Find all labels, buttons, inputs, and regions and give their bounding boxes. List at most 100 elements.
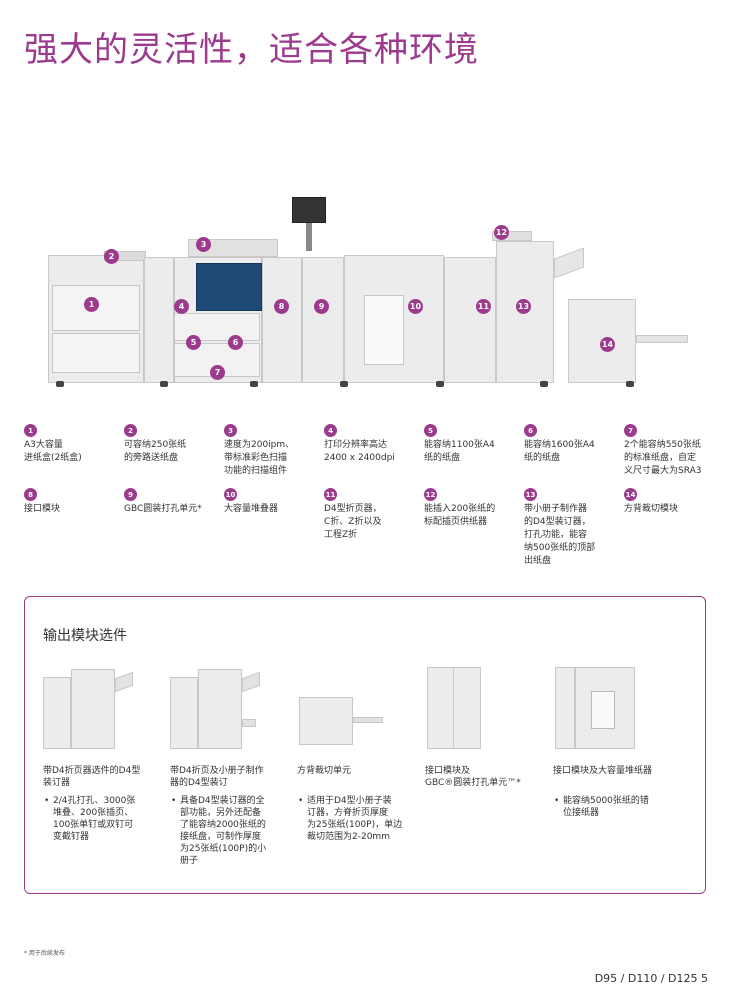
legend-number: 5 (424, 424, 437, 437)
interface-module (262, 257, 302, 383)
legend-text: A3大容量 进纸盒(2纸盒) (24, 440, 82, 463)
marker-13: 13 (516, 299, 531, 314)
legend-item-14: 14 方背裁切模块 (624, 488, 714, 516)
legend-number: 13 (524, 488, 537, 501)
legend-text: 大容量堆叠器 (224, 504, 279, 514)
foot (160, 381, 168, 387)
option-square-fold-trimmer: 方背裁切单元 适用于D4型小册子装 订器，方脊折页厚度 为25张纸(100P)，… (297, 663, 415, 842)
marker-9: 9 (314, 299, 329, 314)
option-interface-stacker: 接口模块及大容量堆纸器 能容纳5000张纸的错 位接纸器 (553, 663, 671, 818)
page-footer: D95 / D110 / D125 5 (594, 972, 708, 985)
legend-number: 7 (624, 424, 637, 437)
marker-7: 7 (210, 365, 225, 380)
legend-number: 6 (524, 424, 537, 437)
legend-item-3: 3 速度为200ipm、 带标准彩色扫描 功能的扫描组件 (224, 424, 314, 478)
d4-folder (444, 257, 496, 383)
legend-text: 带小册子制作器 的D4型装订器， 打孔功能，能容 纳500张纸的顶部 出纸盘 (524, 504, 596, 566)
options-title: 输出模块选件 (43, 628, 127, 644)
legend-number: 2 (124, 424, 137, 437)
option-bullet: 2/4孔打孔、3000张 堆叠、200张插页、 100张单钉或双钉可 变截钉器 (43, 795, 155, 843)
legend-item-1: 1 A3大容量 进纸盒(2纸盒) (24, 424, 114, 465)
engine-side-panel (144, 257, 174, 383)
marker-5: 5 (186, 335, 201, 350)
legend-text: 2个能容纳550张纸 的标准纸盘，自定 义尺寸最大为SRA3 (624, 440, 702, 476)
legend-number: 11 (324, 488, 337, 501)
footnote: * 用于后续发布 (24, 950, 65, 957)
legend-item-8: 8 接口模块 (24, 488, 114, 516)
legend-number: 3 (224, 424, 237, 437)
legend-item-10: 10 大容量堆叠器 (224, 488, 314, 516)
printer-system-illustration: 1 2 3 4 5 6 7 8 9 10 11 12 13 14 (40, 195, 700, 395)
marker-14: 14 (600, 337, 615, 352)
option-name: 方背裁切单元 (297, 766, 352, 776)
finisher-folder-illustration (43, 663, 161, 753)
marker-3: 3 (196, 237, 211, 252)
legend-item-12: 12 能插入200张纸的 标配插页供纸器 (424, 488, 514, 529)
option-bullet: 能容纳5000张纸的错 位接纸器 (553, 795, 665, 819)
legend-text: D4型折页器， C折、Z折以及 工程Z折 (324, 504, 382, 540)
option-bullet: 具备D4型装订器的全 部功能，另外还配备 了能容纳2000张纸的 接纸盘，可制作… (170, 795, 282, 867)
option-d4-finisher-folder: 带D4折页器选件的D4型 装订器 2/4孔打孔、3000张 堆叠、200张插页、… (43, 663, 161, 842)
legend-item-6: 6 能容纳1600张A4 纸的纸盘 (524, 424, 614, 465)
foot (340, 381, 348, 387)
legend-text: GBC圆装打孔单元* (124, 504, 202, 514)
legend-number: 10 (224, 488, 237, 501)
gbc-punch-module (302, 257, 344, 383)
marker-12: 12 (494, 225, 509, 240)
legend-text: 能容纳1100张A4 纸的纸盘 (424, 440, 495, 463)
foot (250, 381, 258, 387)
stacker-window (364, 295, 404, 365)
legend-text: 速度为200ipm、 带标准彩色扫描 功能的扫描组件 (224, 440, 295, 476)
interface-stacker-illustration (553, 663, 671, 753)
interface-gbc-illustration (425, 663, 543, 753)
legend-item-9: 9 GBC圆装打孔单元* (124, 488, 214, 516)
marker-10: 10 (408, 299, 423, 314)
option-name: 带D4折页及小册子制作 器的D4型装订 (170, 766, 264, 788)
output-options-panel: 输出模块选件 带D4折页器选件的D4型 装订器 2/4孔打孔、3000张 堆叠、… (24, 596, 706, 894)
option-name: 带D4折页器选件的D4型 装订器 (43, 766, 141, 788)
finisher-output-tray (554, 247, 584, 279)
engine-blue-panel (196, 263, 262, 311)
inserter-tray (492, 231, 532, 241)
foot (540, 381, 548, 387)
legend-item-2: 2 可容纳250张纸 的旁路送纸盘 (124, 424, 214, 465)
legend-number: 4 (324, 424, 337, 437)
legend-text: 可容纳250张纸 的旁路送纸盘 (124, 440, 187, 463)
legend-item-4: 4 打印分辨率高达 2400 x 2400dpi (324, 424, 414, 465)
option-name: 接口模块及大容量堆纸器 (553, 766, 653, 776)
option-interface-gbc: 接口模块及 GBC®圆装打孔单元™* (425, 663, 543, 788)
marker-6: 6 (228, 335, 243, 350)
legend-text: 方背裁切模块 (624, 504, 679, 514)
trimmer-illustration (297, 663, 415, 753)
legend-text: 能插入200张纸的 标配插页供纸器 (424, 504, 496, 527)
legend-item-5: 5 能容纳1100张A4 纸的纸盘 (424, 424, 514, 465)
legend-text: 接口模块 (24, 504, 61, 514)
legend-text: 能容纳1600张A4 纸的纸盘 (524, 440, 595, 463)
legend-item-7: 7 2个能容纳550张纸 的标准纸盘，自定 义尺寸最大为SRA3 (624, 424, 724, 478)
option-d4-booklet-maker: 带D4折页及小册子制作 器的D4型装订 具备D4型装订器的全 部功能，另外还配备… (170, 663, 288, 866)
marker-8: 8 (274, 299, 289, 314)
foot (56, 381, 64, 387)
legend-number: 12 (424, 488, 437, 501)
booklet-maker-illustration (170, 663, 288, 753)
marker-2: 2 (104, 249, 119, 264)
marker-1: 1 (84, 297, 99, 312)
legend-number: 14 (624, 488, 637, 501)
page-title: 强大的灵活性，适合各种环境 (24, 30, 479, 70)
legend-item-13: 13 带小册子制作器 的D4型装订器， 打孔功能，能容 纳500张纸的顶部 出纸… (524, 488, 614, 568)
control-panel-stand (306, 223, 312, 251)
option-bullet: 适用于D4型小册子装 订器，方脊折页厚度 为25张纸(100P)，单边 裁切范围… (297, 795, 409, 843)
option-name: 接口模块及 GBC®圆装打孔单元™* (425, 766, 521, 788)
trimmer-output-tray (636, 335, 688, 343)
legend-number: 8 (24, 488, 37, 501)
foot (626, 381, 634, 387)
legend-text: 打印分辨率高达 2400 x 2400dpi (324, 440, 395, 463)
foot (436, 381, 444, 387)
marker-4: 4 (174, 299, 189, 314)
marker-11: 11 (476, 299, 491, 314)
tray-drawer-5-6 (174, 313, 260, 341)
feeder-drawer-lower (52, 333, 140, 373)
legend-number: 1 (24, 424, 37, 437)
control-panel-screen (292, 197, 326, 223)
legend-item-11: 11 D4型折页器， C折、Z折以及 工程Z折 (324, 488, 414, 542)
